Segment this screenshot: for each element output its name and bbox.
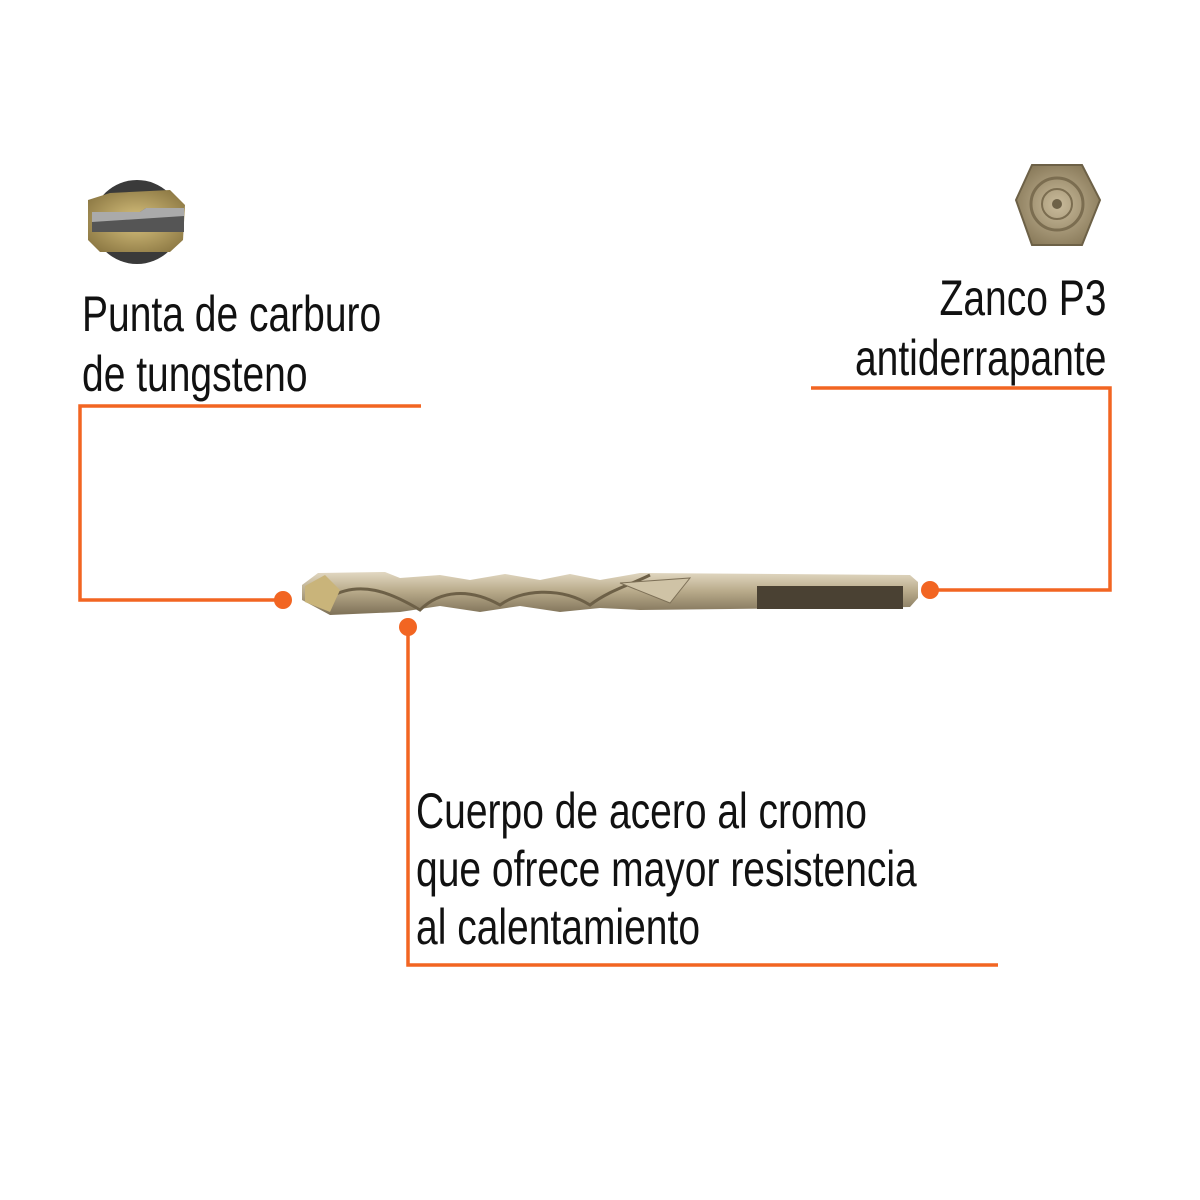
- drill-bit-image: [302, 572, 918, 615]
- label-line: Cuerpo de acero al cromo: [416, 783, 867, 839]
- callout-dot-body: [399, 618, 417, 636]
- callout-label-shank: Zanco P3 antiderrapante: [854, 268, 1106, 388]
- label-line: al calentamiento: [416, 899, 701, 955]
- callout-dot-tip: [274, 591, 292, 609]
- hex-shank-icon: [1014, 164, 1102, 246]
- callout-line-shank: [811, 386, 1112, 592]
- label-line: Punta de carburo: [82, 286, 382, 342]
- callout-line-body: [406, 627, 998, 967]
- callout-label-body: Cuerpo de acero al cromo que ofrece mayo…: [416, 782, 917, 956]
- label-line: Zanco P3: [939, 270, 1106, 326]
- callout-line-tip: [78, 404, 421, 602]
- label-line: que ofrece mayor resistencia: [416, 841, 917, 897]
- callout-dot-shank: [921, 581, 939, 599]
- label-line: de tungsteno: [82, 346, 308, 402]
- callout-label-tip: Punta de carburo de tungsteno: [82, 284, 381, 404]
- label-line: antiderrapante: [854, 330, 1106, 386]
- carbide-tip-icon: [88, 180, 185, 264]
